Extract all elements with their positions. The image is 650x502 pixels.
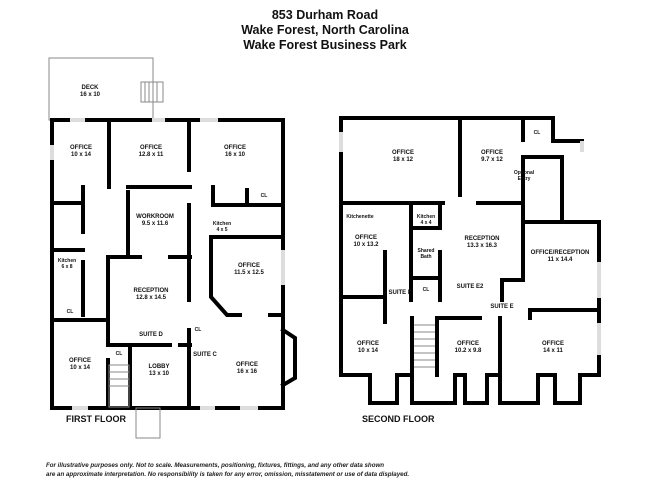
- room-name: OFFICE: [238, 263, 260, 269]
- room-name: OFFICE: [70, 145, 92, 151]
- room-name: OFFICE: [357, 341, 379, 347]
- room-size: 6 x 8: [61, 264, 72, 270]
- room-size: 4 x 5: [216, 227, 227, 233]
- room-name: OFFICE: [355, 235, 377, 241]
- closet-tag: CL: [423, 287, 430, 293]
- room-name: DECK: [81, 85, 99, 91]
- address-line: 853 Durham Road: [271, 8, 379, 22]
- closet-tag: CL: [195, 327, 202, 333]
- room-name: OFFICE: [392, 150, 414, 156]
- disclaimer-line: are an approximate interpretation. No re…: [46, 471, 410, 478]
- room-size: 13.3 x 16.3: [467, 243, 498, 249]
- room-size: 10 x 14: [71, 152, 92, 158]
- room-name: OFFICE: [224, 145, 246, 151]
- room-name: OFFICE: [542, 341, 564, 347]
- room-name: LOBBY: [149, 364, 170, 370]
- room-name: RECEPTION: [133, 288, 168, 294]
- room-size: 16 x 10: [225, 152, 246, 158]
- closet-tag: CL: [67, 309, 74, 315]
- room-size: 12.8 x 14.5: [136, 295, 167, 301]
- room-size: 9.5 x 11.6: [142, 221, 169, 227]
- closet-tag: CL: [534, 130, 541, 136]
- room-name: OFFICE: [481, 150, 503, 156]
- kitchenette-tag: Kitchenette: [346, 214, 373, 220]
- room-name: OFFICE: [140, 145, 162, 151]
- floor-label: SECOND FLOOR: [362, 414, 435, 424]
- room-size: 16 x 16: [237, 369, 258, 375]
- room-size: 10 x 14: [358, 348, 379, 354]
- first-floor-interior-walls: [50, 118, 297, 410]
- room-size: 16 x 10: [80, 92, 101, 98]
- room-size: 4 x 4: [420, 220, 431, 226]
- room-name: Kitchen: [417, 214, 435, 220]
- room-name: OFFICE/RECEPTION: [531, 250, 590, 256]
- room-size: 12.8 x 11: [139, 152, 164, 158]
- disclaimer: For illustrative purposes only. Not to s…: [46, 461, 409, 479]
- second-floor-exterior-wall: [339, 116, 601, 405]
- floor-label: FIRST FLOOR: [66, 414, 126, 424]
- room-name: WORKROOM: [136, 214, 174, 220]
- front-porch: [135, 407, 161, 439]
- deck: [48, 57, 154, 121]
- room-size: 11 x 14.4: [548, 257, 573, 263]
- disclaimer-line: For illustrative purposes only. Not to s…: [46, 462, 385, 469]
- closet-tag: CL: [116, 351, 123, 357]
- room-name: Kitchen: [58, 258, 76, 264]
- city-line: Wake Forest, North Carolina: [241, 23, 409, 37]
- entry-tag: Optional: [514, 170, 535, 176]
- second-floor-interior-walls: [339, 116, 601, 377]
- closet-tag: CL: [261, 193, 268, 199]
- park-name: Wake Forest Business Park: [243, 38, 407, 52]
- room-size: 13 x 10: [149, 371, 170, 377]
- bath-tag: Bath: [420, 254, 431, 260]
- room-size: 14 x 11: [543, 348, 563, 354]
- room-name: RECEPTION: [464, 236, 499, 242]
- room-size: 18 x 12: [393, 157, 414, 163]
- room-name: OFFICE: [69, 358, 91, 364]
- room-size: 10 x 13.2: [353, 242, 379, 248]
- entry-tag: Entry: [518, 176, 531, 182]
- room-size: 10.2 x 9.8: [455, 348, 482, 354]
- suite-tag: SUITE D: [139, 332, 163, 338]
- room-size: 11.5 x 12.5: [234, 270, 264, 276]
- deck-stairs: [140, 81, 164, 103]
- room-name: Kitchen: [213, 221, 231, 227]
- suite-tag: SUITE E: [490, 304, 513, 310]
- room-name: OFFICE: [457, 341, 479, 347]
- room-name: OFFICE: [236, 362, 258, 368]
- first-floor-stairs: [108, 364, 161, 439]
- second-floor-stairs: [414, 324, 435, 368]
- bath-tag: Shared: [418, 248, 435, 254]
- room-size: 10 x 14: [70, 365, 91, 371]
- suite-tag: SUITE E2: [457, 284, 484, 290]
- suite-tag: SUITE C: [193, 352, 217, 358]
- room-size: 9.7 x 12: [481, 157, 503, 163]
- suite-tag: SUITE F: [388, 290, 411, 296]
